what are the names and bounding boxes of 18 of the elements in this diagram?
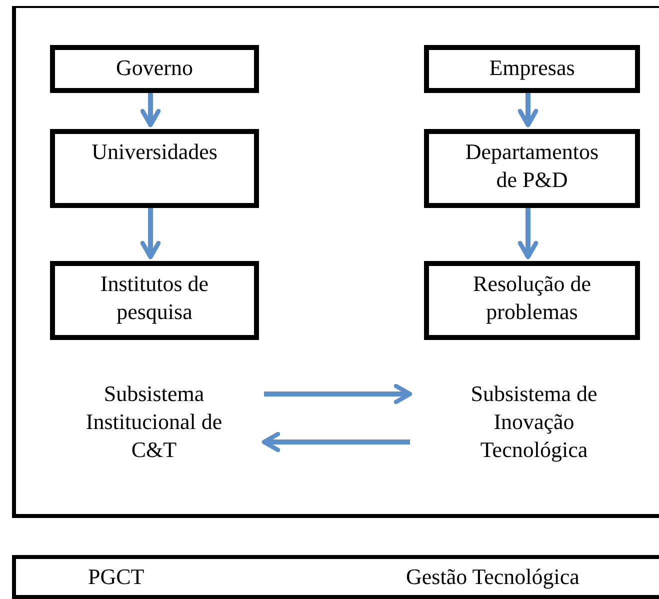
footer-text: Gestão Tecnológica — [406, 566, 580, 588]
arrow — [140, 93, 161, 128]
process-box: Universidades — [50, 129, 259, 208]
process-box: Empresas — [424, 45, 640, 93]
footer-text: PGCT — [88, 566, 144, 588]
arrow — [264, 384, 412, 404]
subsystem-label: Subsistema Institucional de C&T — [64, 374, 244, 470]
frame-box — [12, 6, 659, 518]
footer-bar — [12, 555, 659, 599]
subsystem-label: Subsistema de Inovação Tecnológica — [434, 374, 634, 470]
arrow — [140, 208, 161, 260]
process-box: Institutos de pesquisa — [50, 261, 259, 340]
process-box: Resolução de problemas — [424, 261, 640, 340]
process-box: Departamentos de P&D — [424, 129, 640, 208]
process-box: Governo — [50, 45, 259, 93]
arrow — [518, 208, 538, 260]
arrow — [262, 432, 410, 452]
arrow — [518, 93, 538, 128]
